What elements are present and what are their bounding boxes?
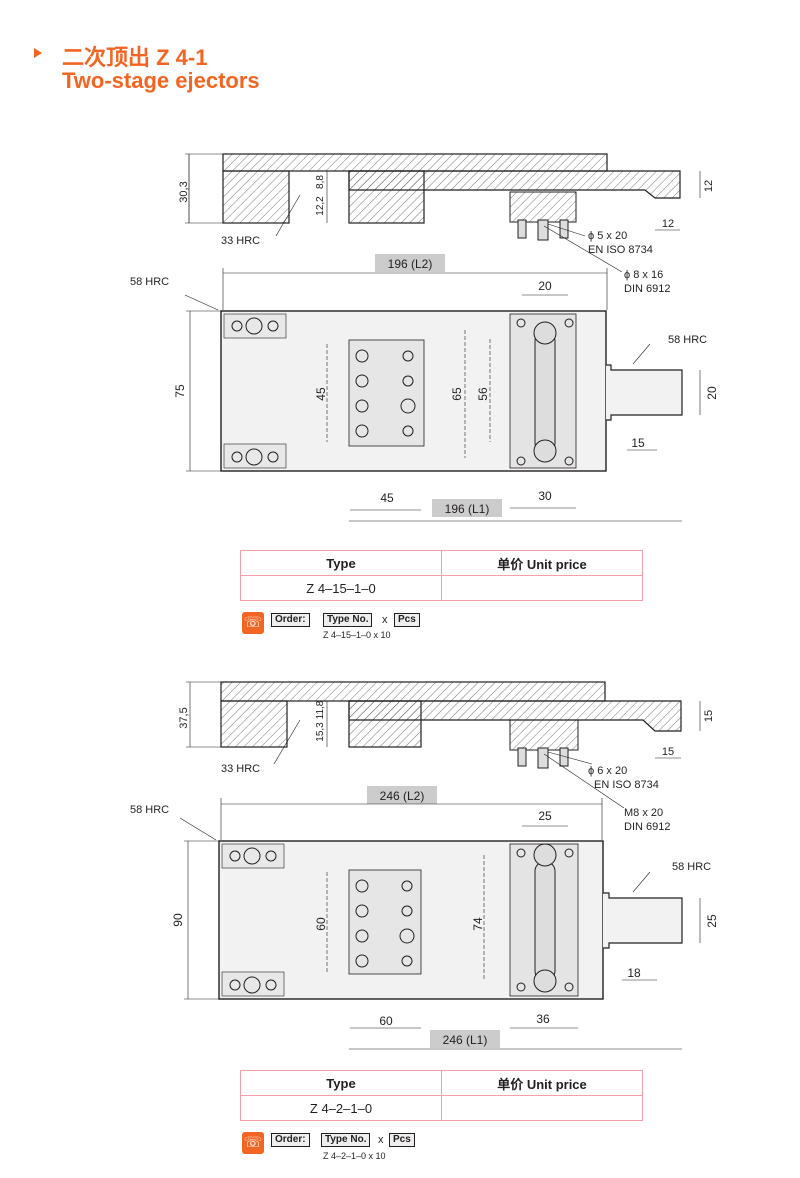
order-example: Z 4–2–1–0 x 10 [323,1151,386,1161]
dim-height-total: 30,3 [178,181,190,202]
dim-tongue-l: 15 [631,436,645,450]
dim-width: 90 [171,913,185,927]
label-hrc-body: 58 HRC [130,804,169,816]
dim-bottom-l: 45 [380,491,394,505]
price-header: 单价 Unit price [441,550,643,576]
dim-width: 75 [173,384,187,398]
label-pin-b-std: DIN 6912 [624,821,670,833]
order-label: Order: [271,1133,310,1147]
dim-h-mid1: 74 [471,917,485,931]
dim-top-w: 25 [538,809,552,823]
order-label: Order: [271,613,310,627]
label-hrc-small: 33 HRC [221,235,260,247]
price-value [441,575,643,601]
label-hrc-tongue: 58 HRC [668,334,707,346]
dim-tongue-w: 25 [705,914,719,928]
label-pin-b-std: DIN 6912 [624,283,670,295]
price-table-1: Type 单价 Unit price Z 4–15–1–0 [240,550,643,601]
dim-d2: 12,2 [315,196,326,216]
dim-L1: 246 (L1) [443,1033,488,1047]
side-view [185,153,701,273]
dim-h-left: 45 [314,387,328,401]
side-view [186,681,701,809]
label-hrc-tongue: 58 HRC [672,861,711,873]
price-table-2: Type 单价 Unit price Z 4–2–1–0 [240,1070,643,1121]
phone-icon: ☏ [242,1132,264,1154]
dim-bottom-r: 36 [536,1012,550,1026]
technical-drawing-2: 37,5 11,8 15,3 15 15 33 HRC ϕ 6 x 20 EN … [130,681,719,1050]
label-pin-a: ϕ 6 x 20 [588,765,627,777]
x-label: x [378,1134,384,1146]
label-pin-a-std: EN ISO 8734 [588,244,653,256]
price-header: 单价 Unit price [441,1070,643,1096]
label-pin-b: M8 x 20 [624,807,663,819]
dim-L1: 196 (L1) [445,502,490,516]
bullet-arrow-icon [34,48,42,58]
dim-height-total: 37,5 [178,707,190,728]
dim-flange-w: 15 [662,746,674,758]
dim-d2: 15,3 [315,722,326,742]
type-no-label: Type No. [323,613,373,627]
dim-L2: 196 (L2) [388,257,433,271]
page-subtitle: Two-stage ejectors [62,68,260,93]
dim-d1: 8,8 [315,175,326,189]
label-hrc-small: 33 HRC [221,763,260,775]
type-value: Z 4–15–1–0 [240,575,442,601]
dim-h-mid1: 65 [450,387,464,401]
x-label: x [382,614,388,626]
price-value [441,1095,643,1121]
pcs-label: Pcs [394,613,420,627]
type-header: Type [240,550,442,576]
dim-h-mid2: 56 [476,387,490,401]
label-hrc-body: 58 HRC [130,276,169,288]
dim-flange-w: 12 [662,218,674,230]
top-view [179,786,701,1050]
dim-tongue-w: 20 [705,386,719,400]
phone-icon: ☏ [242,612,264,634]
label-pin-a-std: EN ISO 8734 [594,779,659,791]
dim-top-w: 20 [538,279,552,293]
dim-bottom-l: 60 [379,1014,393,1028]
technical-drawing-1: 30,3 8,8 12,2 12 12 33 HRC ϕ 5 x 20 EN I… [130,153,719,522]
type-no-label: Type No. [321,1133,371,1147]
dim-h-left: 60 [314,917,328,931]
label-pin-a: ϕ 5 x 20 [588,230,627,242]
type-header: Type [240,1070,442,1096]
dim-flange-h: 15 [703,710,715,722]
dim-bottom-r: 30 [538,489,552,503]
dim-tongue-l: 18 [627,966,641,980]
dim-flange-h: 12 [703,180,715,192]
top-view [184,254,701,522]
dim-d1: 11,8 [315,700,326,719]
type-value: Z 4–2–1–0 [240,1095,442,1121]
order-example: Z 4–15–1–0 x 10 [323,630,391,640]
pcs-label: Pcs [389,1133,415,1147]
label-pin-b: ϕ 8 x 16 [624,269,663,281]
page-title: 二次顶出 Z 4-1 [62,45,208,70]
dim-L2: 246 (L2) [380,789,425,803]
